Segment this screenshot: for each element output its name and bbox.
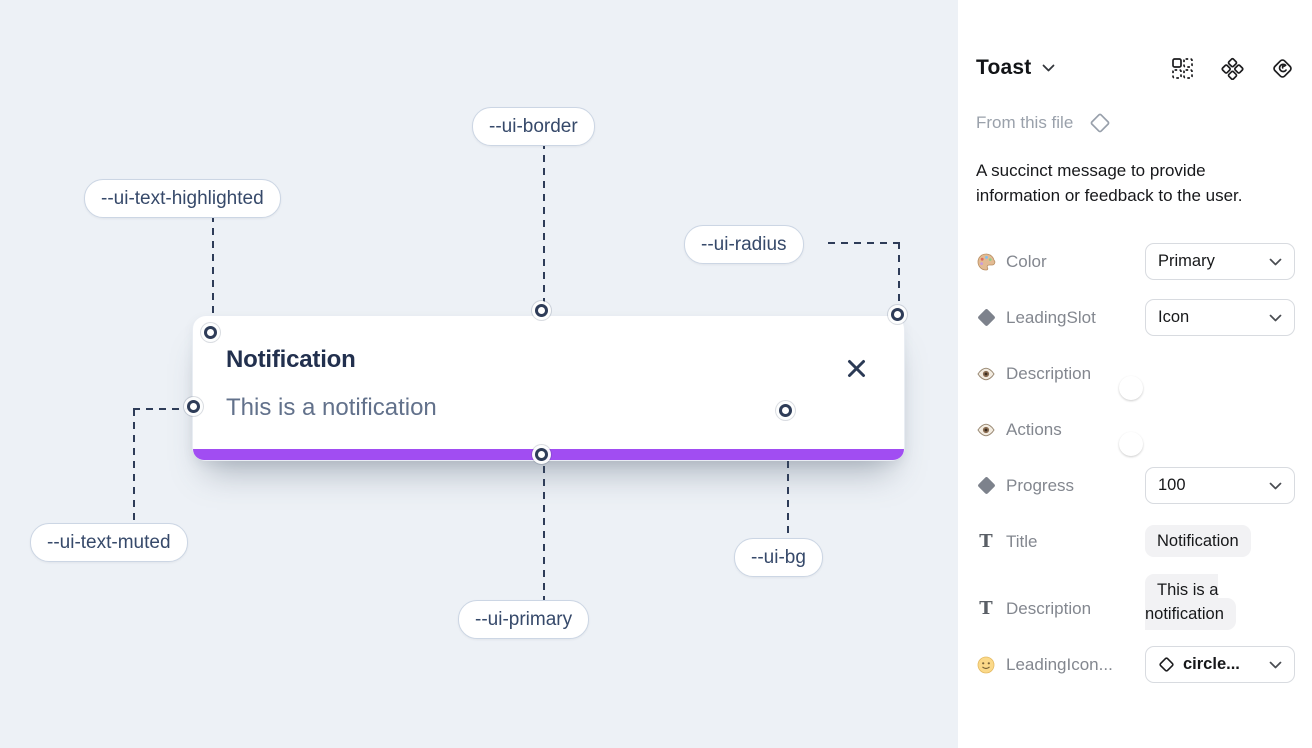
connector-radius-h: [828, 242, 900, 244]
annotation-ui-bg: --ui-bg: [734, 538, 823, 577]
properties-panel: Toast: [958, 0, 1312, 748]
main-component-icon[interactable]: [1271, 57, 1294, 80]
prop-label-progress: Progress: [1006, 475, 1075, 495]
chevron-down-icon: [1269, 661, 1282, 669]
prop-label-description-text: Description: [1006, 599, 1092, 619]
design-canvas[interactable]: Notification This is a notification --ui…: [0, 0, 958, 748]
annotation-ui-radius: --ui-radius: [684, 225, 804, 264]
leading-slot-select-value: Icon: [1158, 308, 1190, 327]
eye-icon: [976, 420, 996, 440]
progress-select-value: 100: [1158, 476, 1186, 495]
component-name[interactable]: Toast: [976, 56, 1032, 79]
header-icon-group: [1171, 57, 1294, 80]
variants-icon[interactable]: [1221, 57, 1244, 80]
color-select-value: Primary: [1158, 252, 1215, 271]
connector-bg: [787, 422, 789, 539]
prop-row-color: Color Primary: [976, 243, 1295, 281]
connector-text-highlighted: [212, 215, 214, 327]
prop-label-description-toggle: Description: [1006, 363, 1092, 383]
source-row: From this file: [976, 111, 1294, 135]
title-input[interactable]: Notification: [1145, 524, 1251, 557]
text-type-icon: T: [979, 598, 993, 620]
connector-text-muted-h: [133, 408, 187, 410]
prop-row-description-toggle: Description: [976, 355, 1294, 400]
prop-row-title: T Title Notification: [976, 523, 1294, 560]
close-icon[interactable]: [844, 356, 868, 380]
component-grid-icon[interactable]: [1171, 57, 1194, 80]
smiley-icon: [976, 655, 996, 675]
description-input[interactable]: This is a notification: [1145, 574, 1236, 631]
prop-row-actions-toggle: Actions: [976, 411, 1294, 456]
toast-progress-bar: [193, 449, 904, 460]
anchor-point-primary: [535, 448, 548, 461]
toggle-knob: [1119, 431, 1143, 456]
anchor-point-text-highlighted: [204, 326, 217, 339]
text-type-icon: T: [979, 530, 993, 552]
component-description: A succinct message to provide informatio…: [976, 161, 1243, 206]
chevron-down-icon[interactable]: [1042, 64, 1055, 72]
anchor-point-bg: [779, 404, 792, 417]
anchor-point-border: [535, 304, 548, 317]
prop-label-title: Title: [1006, 531, 1038, 551]
prop-row-leading-icon: LeadingIcon... circle...: [976, 646, 1295, 684]
annotation-ui-primary: --ui-primary: [458, 600, 590, 639]
toggle-knob: [1119, 375, 1143, 400]
panel-header: Toast: [976, 56, 1294, 80]
anchor-point-text-muted: [187, 400, 200, 413]
prop-label-color: Color: [1006, 251, 1047, 271]
leading-slot-select[interactable]: Icon: [1145, 299, 1295, 337]
chevron-down-icon: [1269, 258, 1282, 266]
palette-icon: [976, 252, 996, 272]
toast-title: Notification: [226, 346, 356, 373]
prop-row-description-text: T Description This is a notification: [976, 574, 1294, 631]
prop-label-leading-slot: LeadingSlot: [1006, 307, 1096, 327]
connector-text-muted-v: [133, 409, 135, 523]
connector-radius-v: [898, 242, 900, 309]
annotation-ui-text-highlighted: --ui-text-highlighted: [84, 179, 281, 218]
toast-description: This is a notification: [226, 394, 437, 421]
diamond-icon: [976, 308, 996, 328]
connector-primary: [543, 466, 545, 601]
chevron-down-icon: [1269, 482, 1282, 490]
leading-icon-select[interactable]: circle...: [1145, 646, 1295, 684]
progress-select[interactable]: 100: [1145, 467, 1295, 505]
prop-row-progress: Progress 100: [976, 467, 1295, 505]
toast-component-preview[interactable]: Notification This is a notification: [192, 315, 905, 461]
source-label: From this file: [976, 113, 1074, 132]
property-list: Color Primary LeadingSlot: [976, 243, 1295, 684]
prop-label-actions-toggle: Actions: [1006, 419, 1062, 439]
color-select[interactable]: Primary: [1145, 243, 1295, 281]
leading-icon-select-value: circle...: [1183, 655, 1240, 674]
annotation-ui-text-muted: --ui-text-muted: [30, 523, 188, 562]
connector-border: [543, 142, 545, 305]
instance-diamond-icon: [1159, 657, 1174, 672]
component-diamond-icon: [1090, 113, 1110, 133]
annotation-ui-border: --ui-border: [472, 107, 595, 146]
chevron-down-icon: [1269, 314, 1282, 322]
anchor-point-radius: [891, 308, 904, 321]
prop-label-leading-icon: LeadingIcon...: [1006, 654, 1113, 674]
eye-icon: [976, 364, 996, 384]
diamond-icon: [976, 476, 996, 496]
prop-row-leading-slot: LeadingSlot Icon: [976, 299, 1295, 337]
